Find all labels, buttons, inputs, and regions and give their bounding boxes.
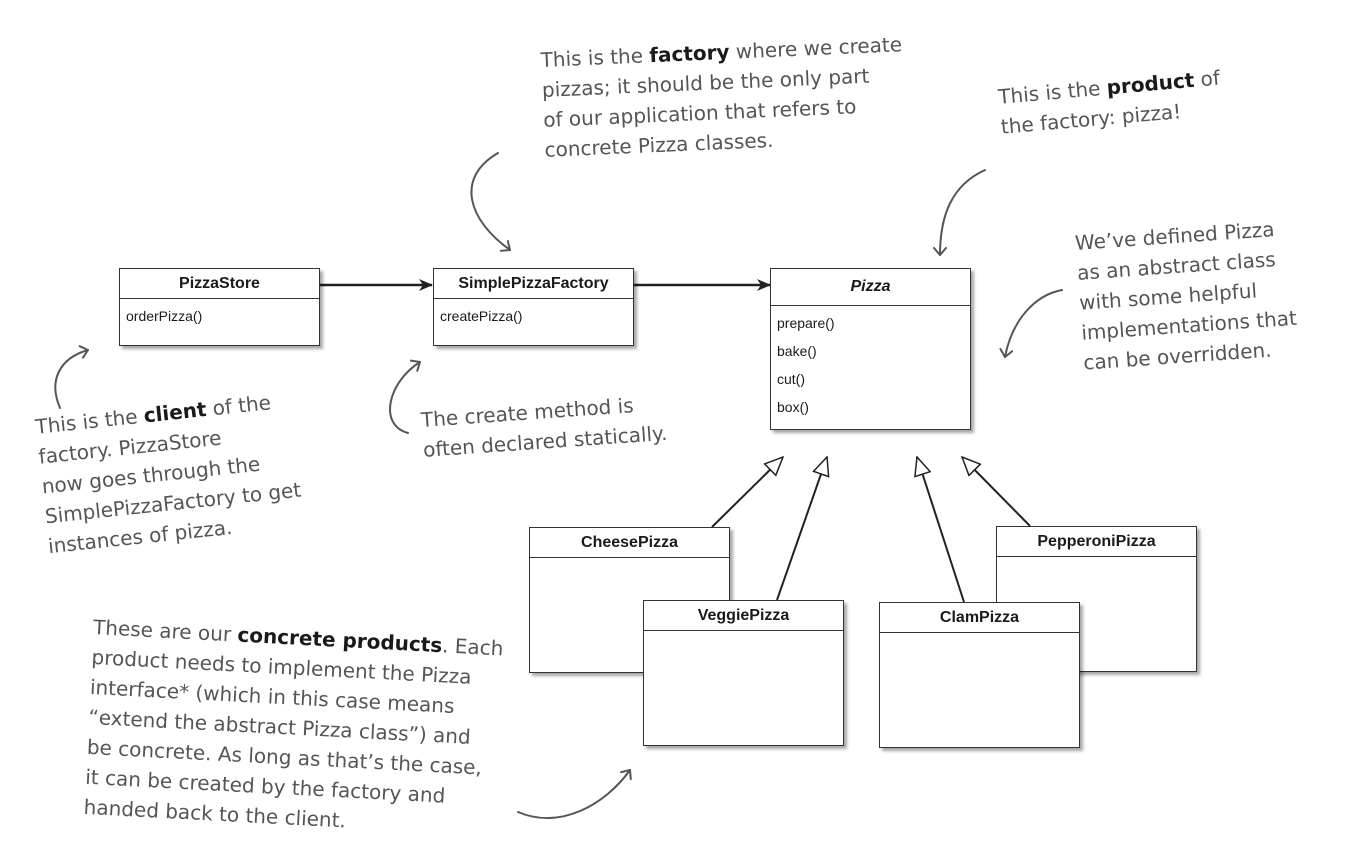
note-arrow-concrete [517, 769, 632, 819]
class-pepperoni-pizza: PepperoniPizza [996, 526, 1197, 672]
inheritance-arrow-veggie [776, 457, 827, 601]
class-name: ClamPizza [880, 603, 1079, 633]
class-name: CheesePizza [530, 528, 729, 558]
class-name: SimplePizzaFactory [434, 269, 633, 299]
class-name: Pizza [771, 269, 970, 306]
class-clam-pizza: ClamPizza [879, 602, 1080, 748]
keyword-factory: factory [648, 39, 731, 68]
keyword-client: client [142, 397, 208, 428]
method-prepare: prepare() [777, 315, 835, 331]
class-name: PizzaStore [120, 269, 319, 299]
class-simple-pizza-factory: SimplePizzaFactory createPizza() [433, 268, 634, 346]
class-veggie-pizza: VeggiePizza [643, 600, 844, 746]
note-arrow-product [933, 169, 986, 256]
method-cut: cut() [777, 371, 805, 387]
method-create-pizza: createPizza() [440, 308, 523, 324]
keyword-product: product [1105, 67, 1196, 100]
inheritance-arrow-cheese [711, 457, 783, 528]
method-order-pizza: orderPizza() [126, 308, 203, 324]
method-bake: bake() [777, 343, 817, 359]
inheritance-arrow-pepperoni [962, 457, 1031, 527]
note-arrow-static [389, 359, 421, 434]
class-name: VeggiePizza [644, 601, 843, 631]
note-arrow-factory [470, 152, 511, 252]
note-factory: This is the factory where we create pizz… [540, 32, 903, 162]
note-arrow-abstract [999, 289, 1063, 358]
class-name: PepperoniPizza [997, 527, 1196, 557]
note-abstract-class: We’ve defined Pizza as an abstract class… [1074, 217, 1298, 375]
inheritance-arrow-clam [917, 457, 965, 603]
note-client: This is the client of the factory. Pizza… [34, 390, 303, 559]
class-pizza-store: PizzaStore orderPizza() [119, 268, 320, 346]
note-arrow-client [54, 345, 89, 409]
method-box: box() [777, 399, 809, 415]
note-concrete-products: These are our concrete products. Each pr… [83, 614, 505, 833]
class-pizza: Pizza prepare() bake() cut() box() [770, 268, 971, 430]
